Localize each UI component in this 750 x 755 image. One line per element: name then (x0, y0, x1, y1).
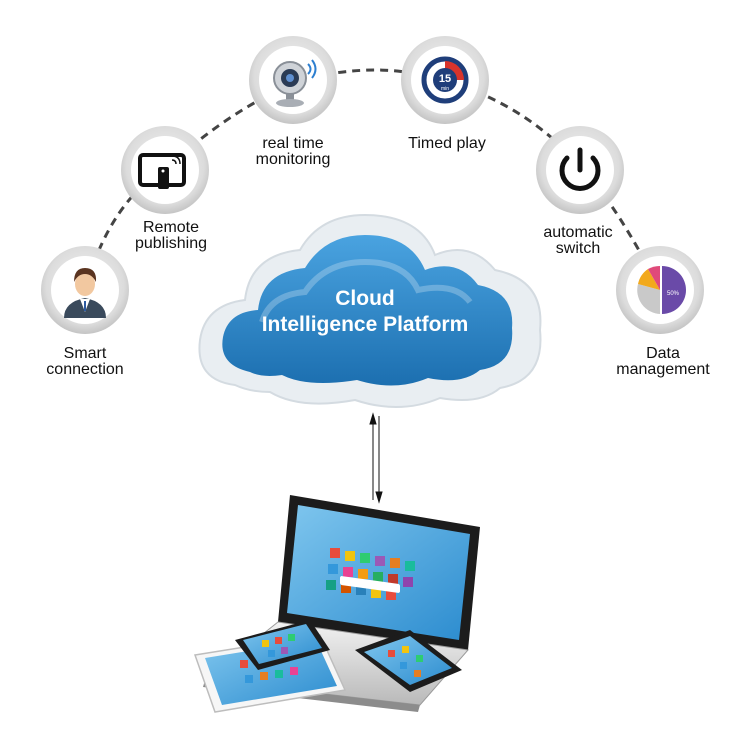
devices-group (193, 495, 480, 713)
timer-icon: 15 min (421, 56, 469, 104)
app-grid (326, 548, 415, 600)
smart-connection-label: Smart connection (5, 346, 165, 378)
pie-chart-icon: 50% (637, 265, 686, 314)
label-line2: connection (46, 361, 124, 378)
label-line2: monitoring (255, 151, 331, 168)
person-icon (64, 268, 106, 318)
data-management-node[interactable]: 50% (616, 246, 704, 334)
pie-chart-label: 50% (667, 291, 680, 297)
cloud-title-line2: Intelligence Platform (261, 313, 469, 336)
tv-remote-icon (138, 153, 186, 189)
label-line2: publishing (134, 235, 208, 252)
label-line1: real time (262, 135, 324, 152)
label-line1: Remote (142, 219, 200, 236)
real-time-monitoring-node[interactable] (249, 36, 337, 124)
remote-publishing-node[interactable] (121, 126, 209, 214)
cloud-title-line1: Cloud (335, 287, 395, 310)
sync-arrows (369, 412, 383, 504)
automatic-switch-label: automatic switch (498, 225, 658, 257)
webcam-icon (273, 59, 317, 107)
screen-search-bar[interactable] (340, 576, 400, 593)
label-line1: Smart (63, 345, 107, 362)
timer-badge-unit: min (441, 86, 449, 92)
label-line1: Data (646, 345, 680, 362)
data-management-label: Data management (583, 346, 743, 378)
cloud-title: Cloud Intelligence Platform (215, 286, 515, 338)
smart-connection-node[interactable] (41, 246, 129, 334)
timed-play-label: Timed play (367, 136, 527, 152)
remote-publishing-label: Remote publishing (91, 220, 251, 252)
smartphone (235, 620, 330, 670)
label-line1: Timed play (408, 135, 486, 152)
real-time-monitoring-label: real time monitoring (213, 136, 373, 168)
label-line2: switch (555, 240, 601, 257)
power-icon (559, 147, 601, 191)
label-line1: automatic (543, 224, 613, 241)
label-line2: management (616, 361, 710, 378)
cloud-shape (198, 213, 542, 408)
timed-play-node[interactable]: 15 min (401, 36, 489, 124)
timer-badge-number: 15 (439, 73, 451, 85)
automatic-switch-node[interactable] (536, 126, 624, 214)
smartphone (355, 630, 462, 692)
